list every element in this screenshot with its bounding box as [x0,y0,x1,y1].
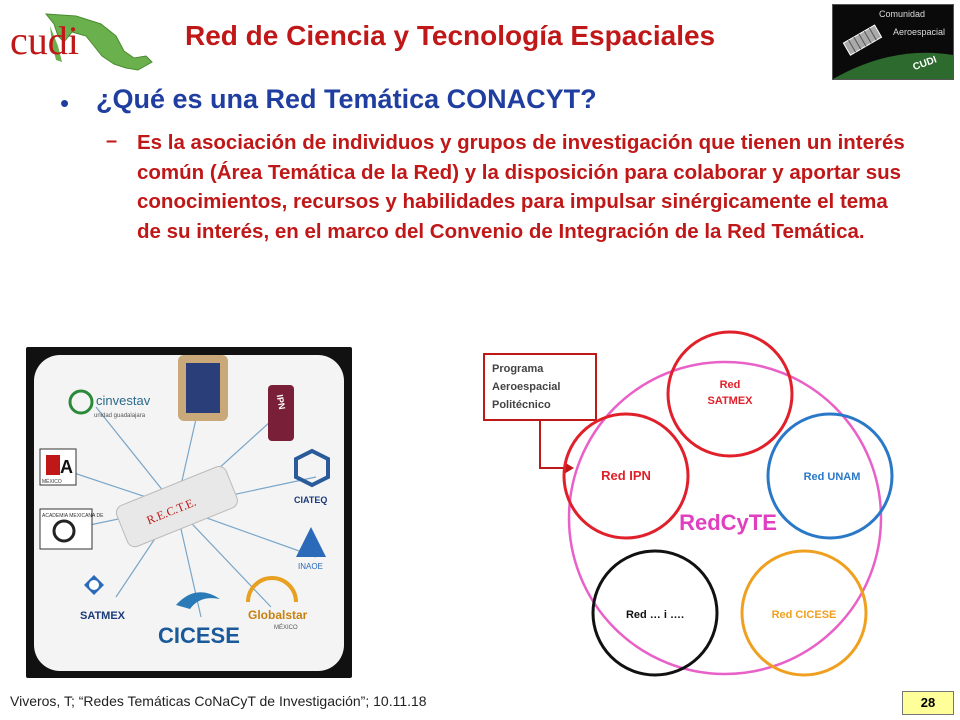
redcyte-outer-ring [567,360,883,676]
label-red-ipn: Red IPN [601,468,651,483]
label-red-unam: Red UNAM [804,471,861,483]
programa-line-1: Programa [492,363,544,375]
question-heading: ¿Qué es una Red Temática CONACYT? [96,84,597,114]
globalstar-logo: Globalstar [248,608,308,622]
label-red-satmex-2: SATMEX [707,395,753,407]
circle-red-i [591,549,719,677]
circle-red-cicese [740,549,868,677]
programa-arrow [564,462,574,474]
ai-mexico-logo: A [60,457,73,477]
globalstar-sub: MÉXICO [274,624,298,631]
aeroespacial-logo: Comunidad Aeroespacial CUDI [832,4,954,80]
label-red-satmex-1: Red [720,379,741,391]
sub-bullet-dash: – [106,130,118,152]
programa-line-3: Politécnico [492,399,551,411]
programa-box [483,353,597,421]
footer-citation: Viveros, T; “Redes Temáticas CoNaCyT de … [10,693,427,709]
bullet-dot: • [60,88,70,118]
academia-logo: ACADEMIA MEXICANA DE [42,513,104,519]
circle-red-ipn [562,412,690,540]
ai-mexico-sub: MÉXICO [42,478,62,485]
circle-red-satmex [666,330,794,458]
definition-text: Es la asociación de individuos y grupos … [137,131,905,243]
cinvestav-sub: unidad guadalajara [94,413,146,419]
redcyte-center-label: RedCyTE [679,510,777,535]
programa-line-2: Aeroespacial [492,381,560,393]
ciateq-logo: CIATEQ [294,495,327,505]
label-red-cicese: Red CICESE [772,609,837,621]
cudi-logo: cudi [6,6,156,86]
page-number: 28 [902,691,954,715]
inaoe-logo: INAOE [298,562,323,571]
circle-red-unam [766,412,894,540]
aero-text-1: Comunidad [879,9,925,19]
cicese-logo: CICESE [158,623,240,648]
programa-connector [539,420,564,469]
ipn-logo: IPN [275,394,287,411]
slide-title: Red de Ciencia y Tecnología Espaciales [185,20,716,51]
recte-network-image: R.E.C.T.E. cinvestav unidad guadalajara … [26,347,352,678]
redcyte-diagram: Programa Aeroespacial Politécnico Red SA… [483,330,894,677]
cinvestav-logo: cinvestav [96,393,151,408]
aero-text-2: Aeroespacial [893,27,945,37]
cudi-logo-text: cudi [10,18,79,63]
label-red-i: Red … i …. [626,609,684,621]
satmex-logo: SATMEX [80,610,126,622]
